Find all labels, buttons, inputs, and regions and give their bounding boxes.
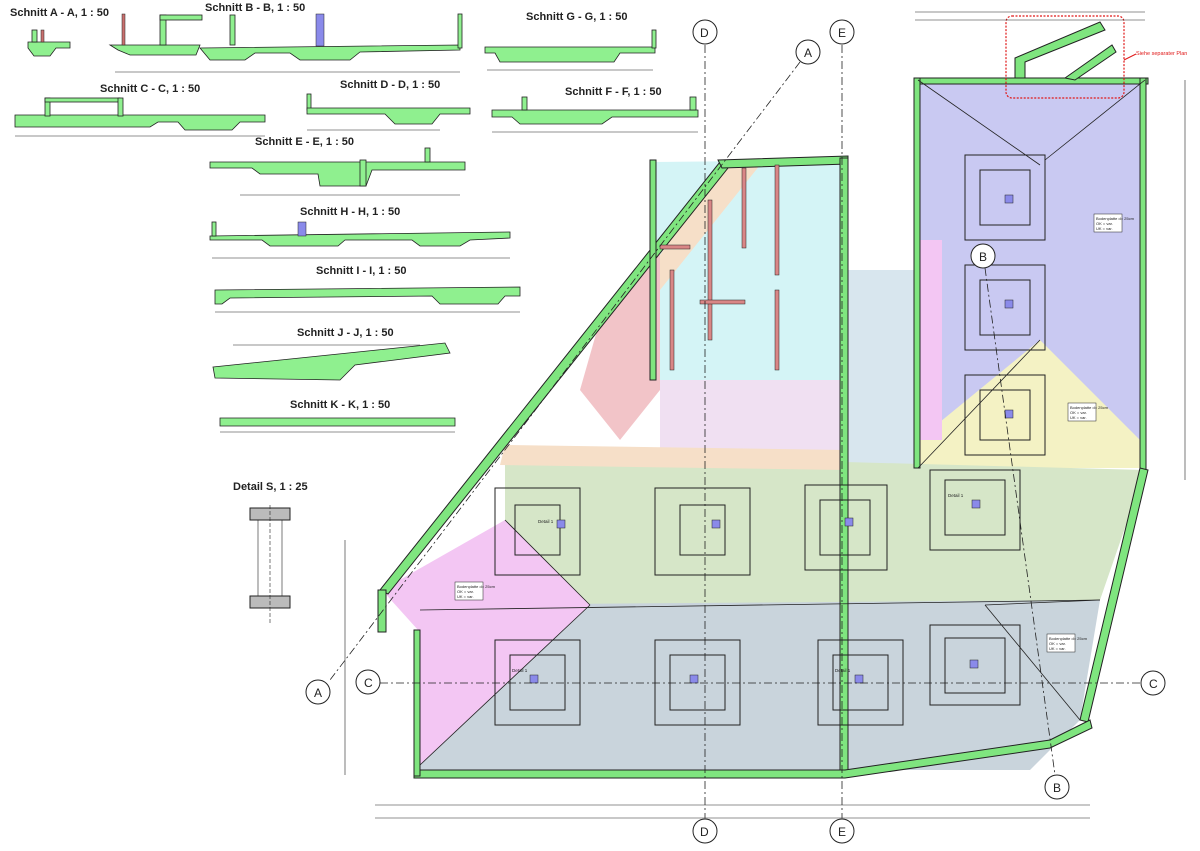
zone-pinkstrip [918,240,942,440]
section-title: Schnitt C - C, 1 : 50 [100,83,200,95]
section-h-h: Schnitt H - H, 1 : 50 [209,206,511,259]
zone-grey-mid [845,270,918,480]
axis-marker-a-top: A [795,39,821,65]
axis-marker-e-top: E [829,19,855,45]
axis-marker-c-left: C [355,669,381,695]
svg-text:Bodenplatte d= 25cm: Bodenplatte d= 25cm [457,584,496,589]
section-e-e: Schnitt E - E, 1 : 50 [209,136,466,196]
svg-text:E: E [838,26,846,40]
section-d-d: Schnitt D - D, 1 : 50 [306,79,471,131]
section-g-g: Schnitt G - G, 1 : 50 [484,11,657,71]
footing-label: Detail 1 [948,493,964,498]
svg-text:D: D [700,26,709,40]
footing-label: Detail 1 [835,668,851,673]
axis-marker-b-bottom: B [1044,774,1070,800]
interior-walls [659,164,780,371]
svg-text:OK = var.: OK = var. [1070,410,1087,415]
axis-marker-d-bottom: D [692,818,718,844]
section-title: Schnitt K - K, 1 : 50 [290,399,390,411]
slab-label: Bodenplatte d= 25cm OK = var. UK = var. [1093,213,1135,233]
svg-text:E: E [838,825,846,839]
axis-markers: D D E E A A B B C C [305,19,1166,844]
section-f-f: Schnitt F - F, 1 : 50 [491,86,699,133]
svg-text:A: A [314,686,322,700]
svg-text:Bodenplatte d= 25cm: Bodenplatte d= 25cm [1096,216,1135,221]
footing-label: Detail 1 [538,519,554,524]
slab-label: Bodenplatte d= 25cm OK = var. UK = var. [1046,633,1088,653]
slab-label: Bodenplatte d= 25cm OK = var. UK = var. [1067,402,1109,422]
section-title: Schnitt F - F, 1 : 50 [565,86,662,98]
svg-text:D: D [700,825,709,839]
axis-marker-d-top: D [692,19,718,45]
section-c-c: Schnitt C - C, 1 : 50 [14,83,266,137]
section-j-j: Schnitt J - J, 1 : 50 [212,327,451,381]
axis-marker-c-right: C [1140,670,1166,696]
svg-text:B: B [1053,781,1061,795]
section-title: Schnitt H - H, 1 : 50 [300,206,400,218]
footings: Detail 1 Detail 1 Detail 1 Detail 1 [494,154,1046,726]
svg-text:OK = var.: OK = var. [1096,221,1113,226]
svg-text:B: B [979,250,987,264]
svg-text:C: C [364,676,373,690]
section-title: Schnitt A - A, 1 : 50 [10,7,109,19]
zone-lavender [918,80,1145,468]
section-title: Schnitt B - B, 1 : 50 [205,2,305,14]
slab-label: Bodenplatte d= 25cm OK = var. UK = var. [454,581,496,601]
detail-s: Detail S, 1 : 25 [233,481,308,625]
section-title: Schnitt J - J, 1 : 50 [297,327,394,339]
section-k-k: Schnitt K - K, 1 : 50 [219,399,456,433]
svg-text:UK = var.: UK = var. [1049,646,1066,651]
section-a-a: Schnitt A - A, 1 : 50 [10,7,109,57]
svg-text:UK = var.: UK = var. [1096,226,1113,231]
svg-text:OK = var.: OK = var. [457,589,474,594]
zone-pale [660,380,845,460]
section-title: Schnitt I - I, 1 : 50 [316,265,406,277]
section-title: Schnitt E - E, 1 : 50 [255,136,354,148]
axis-marker-e-bottom: E [829,818,855,844]
zone-cyan [655,160,845,380]
svg-text:C: C [1149,677,1158,691]
axis-marker-a-bottom: A [305,679,331,705]
separate-plan-note: Siehe separater Plan [1136,51,1187,57]
svg-text:Bodenplatte d= 25cm: Bodenplatte d= 25cm [1049,636,1088,641]
axis-marker-b-top: B [970,243,996,269]
detail-title: Detail S, 1 : 25 [233,481,308,493]
svg-text:OK = var.: OK = var. [1049,641,1066,646]
svg-text:UK = var.: UK = var. [1070,415,1087,420]
section-title: Schnitt G - G, 1 : 50 [526,11,627,23]
section-title: Schnitt D - D, 1 : 50 [340,79,440,91]
zone-magenta [382,520,590,765]
zone-band [500,445,845,470]
floor-plan: Siehe separater Plan Detail 1 Detail 1 D [305,11,1187,844]
walls [377,77,1149,779]
svg-text:A: A [804,46,812,60]
svg-text:Bodenplatte d= 25cm: Bodenplatte d= 25cm [1070,405,1109,410]
section-b-b: Schnitt B - B, 1 : 50 [108,2,463,73]
zone-yellow [918,340,1145,468]
zone-pink [580,240,660,440]
section-i-i: Schnitt I - I, 1 : 50 [214,265,521,313]
zone-green [420,460,1145,610]
svg-text:UK = var.: UK = var. [457,594,474,599]
revision-cloud [1005,15,1125,99]
